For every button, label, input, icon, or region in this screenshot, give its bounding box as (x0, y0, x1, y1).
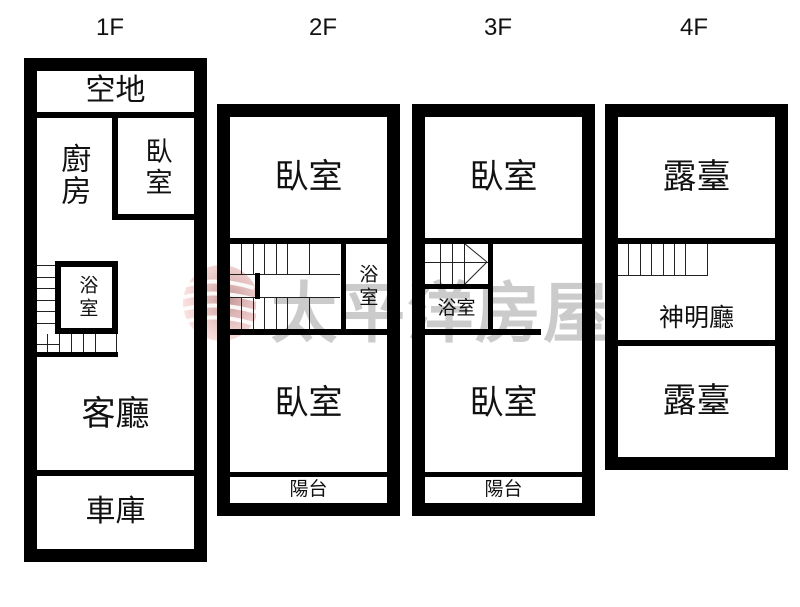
wall (217, 104, 400, 117)
wall (423, 238, 584, 244)
room-label-bedroom-bottom: 臥室 (469, 382, 538, 423)
room-label-living: 客廳 (81, 394, 150, 435)
floor-label-4f: 4F (680, 14, 709, 41)
bathroom-text: 浴室 (76, 274, 99, 321)
room-label-terrace-top: 露臺 (662, 156, 731, 197)
wall (605, 104, 618, 470)
wall (605, 457, 788, 470)
wall (217, 104, 230, 516)
wall (412, 503, 595, 516)
wall (112, 261, 118, 333)
wall (616, 238, 777, 244)
wall (24, 549, 207, 562)
room-label-terrace-bottom: 露臺 (662, 380, 731, 421)
wall (217, 503, 400, 516)
wall (24, 58, 207, 71)
room-label-bedroom-top: 臥室 (274, 156, 343, 197)
wall (423, 284, 491, 289)
wall (228, 238, 389, 244)
floor-label-1f: 1F (96, 14, 125, 41)
wall (112, 116, 118, 220)
stair-winder-icon (465, 244, 488, 284)
wall (228, 329, 389, 335)
floor-label-3f: 3F (484, 14, 513, 41)
kitchen-text: 廚房 (55, 143, 91, 207)
wall (616, 340, 777, 346)
room-label-shrine: 神明廳 (658, 302, 734, 332)
wall (228, 472, 389, 477)
wall (55, 261, 118, 267)
wall (194, 58, 207, 562)
wall (412, 104, 425, 516)
wall (34, 112, 196, 118)
bedroom-text: 臥室 (140, 137, 172, 199)
room-label-bathroom: 浴室 (346, 244, 387, 329)
wall (605, 104, 788, 117)
wall (34, 470, 196, 476)
wall (341, 242, 346, 334)
wall (423, 329, 541, 335)
bathroom-text: 浴室 (356, 263, 379, 310)
room-label-bedroom: 臥室 (118, 122, 194, 214)
wall (55, 261, 61, 333)
wall (387, 104, 400, 516)
wall (423, 472, 584, 477)
room-label-bedroom-bottom: 臥室 (274, 382, 343, 423)
room-label-kitchen: 廚房 (40, 130, 104, 220)
room-label-bathroom: 浴室 (61, 267, 112, 328)
room-label-yard: 空地 (85, 73, 146, 109)
wall (412, 104, 595, 117)
wall (24, 58, 37, 562)
room-label-garage: 車庫 (85, 494, 146, 530)
floor-label-2f: 2F (309, 14, 338, 41)
room-label-balcony: 陽台 (484, 478, 523, 501)
room-label-bathroom: 浴室 (437, 297, 476, 320)
room-label-balcony: 陽台 (289, 478, 328, 501)
wall (55, 328, 118, 334)
wall (775, 104, 788, 470)
room-label-bedroom-top: 臥室 (469, 156, 538, 197)
wall (112, 214, 196, 220)
wall (582, 104, 595, 516)
